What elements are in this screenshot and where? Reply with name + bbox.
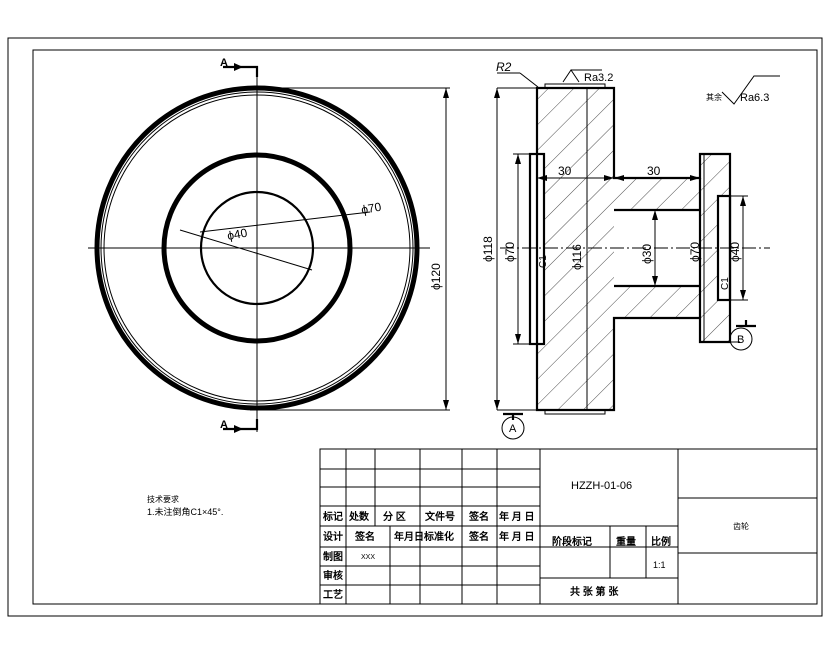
roughness-top: Ra3.2	[584, 72, 613, 84]
left-recess	[528, 152, 546, 346]
title-block: HZZH-01-06 齿轮 标记 处数 分 区 文件号 签名 年 月 日 设计 …	[319, 448, 818, 605]
tb-label-standard: 标准化	[423, 530, 454, 543]
notes-title: 技术要求	[147, 494, 179, 504]
tb-label-design-sign: 签名	[354, 530, 375, 543]
chamfer-right: C1	[720, 277, 731, 290]
tb-label-stage: 阶段标记	[552, 535, 592, 548]
dim-d70-hub: ϕ70	[688, 242, 702, 262]
notes-line1: 1.未注倒角C1×45°.	[147, 506, 223, 517]
tb-label-docno: 文件号	[425, 510, 455, 523]
tb-value-scale: 1:1	[653, 560, 666, 570]
general-roughness-value: Ra6.3	[740, 92, 769, 104]
tb-label-weight: 重量	[616, 535, 636, 548]
dim-d30: ϕ30	[640, 244, 654, 264]
dim-d40-bore: ϕ40	[728, 242, 742, 262]
tb-label-mark: 标记	[322, 510, 343, 523]
dim-d70-left: ϕ70	[503, 242, 517, 262]
tb-sheet-count: 共 张 第 张	[570, 585, 619, 598]
tb-label-zone: 分 区	[383, 510, 406, 523]
datum-b-label: B	[737, 334, 744, 346]
tb-value-drafter: XXX	[361, 554, 375, 561]
tb-label-std-date: 年 月 日	[499, 530, 535, 543]
tb-label-drafter: 制图	[323, 550, 343, 563]
tb-label-review: 审核	[323, 569, 343, 582]
hub-circle	[161, 152, 353, 344]
tb-label-date: 年 月 日	[499, 510, 535, 523]
drawing-number: HZZH-01-06	[571, 480, 632, 492]
section-label-a-bottom: A	[220, 419, 228, 431]
dim-d118: ϕ118	[481, 236, 495, 262]
general-roughness-prefix: 其余	[706, 92, 722, 102]
tb-label-scale: 比例	[651, 535, 671, 548]
datum-b-circle	[729, 327, 753, 351]
outer-frame	[7, 37, 823, 617]
dim-len-right: 30	[647, 164, 661, 178]
dim-d116: ϕ116	[570, 244, 584, 270]
tb-label-design-date: 年月日	[394, 530, 424, 543]
tb-label-sign: 签名	[468, 510, 489, 523]
part-name: 齿轮	[733, 521, 749, 531]
bore-circle	[199, 190, 315, 306]
radius-r2: R2	[496, 60, 512, 74]
tb-label-design: 设计	[323, 530, 343, 543]
front-view: A A ϕ40 ϕ70 ϕ120	[88, 57, 450, 433]
section-label-a-top: A	[220, 57, 228, 69]
tb-label-count: 处数	[348, 510, 370, 523]
tb-label-process: 工艺	[323, 588, 343, 601]
side-view: R2 Ra3.2 30 30 ϕ118 ϕ70 ϕ116 ϕ30 ϕ70 ϕ40…	[481, 60, 780, 440]
datum-a-label: A	[509, 423, 517, 435]
tb-label-std-sign: 签名	[468, 530, 489, 543]
datum-a-circle	[501, 416, 525, 440]
dim-d70: ϕ70	[360, 200, 383, 217]
dim-d40: ϕ40	[226, 226, 249, 243]
dim-len-left: 30	[558, 164, 572, 178]
chamfer-left: C1	[538, 255, 549, 268]
dim-d120: ϕ120	[429, 263, 443, 290]
